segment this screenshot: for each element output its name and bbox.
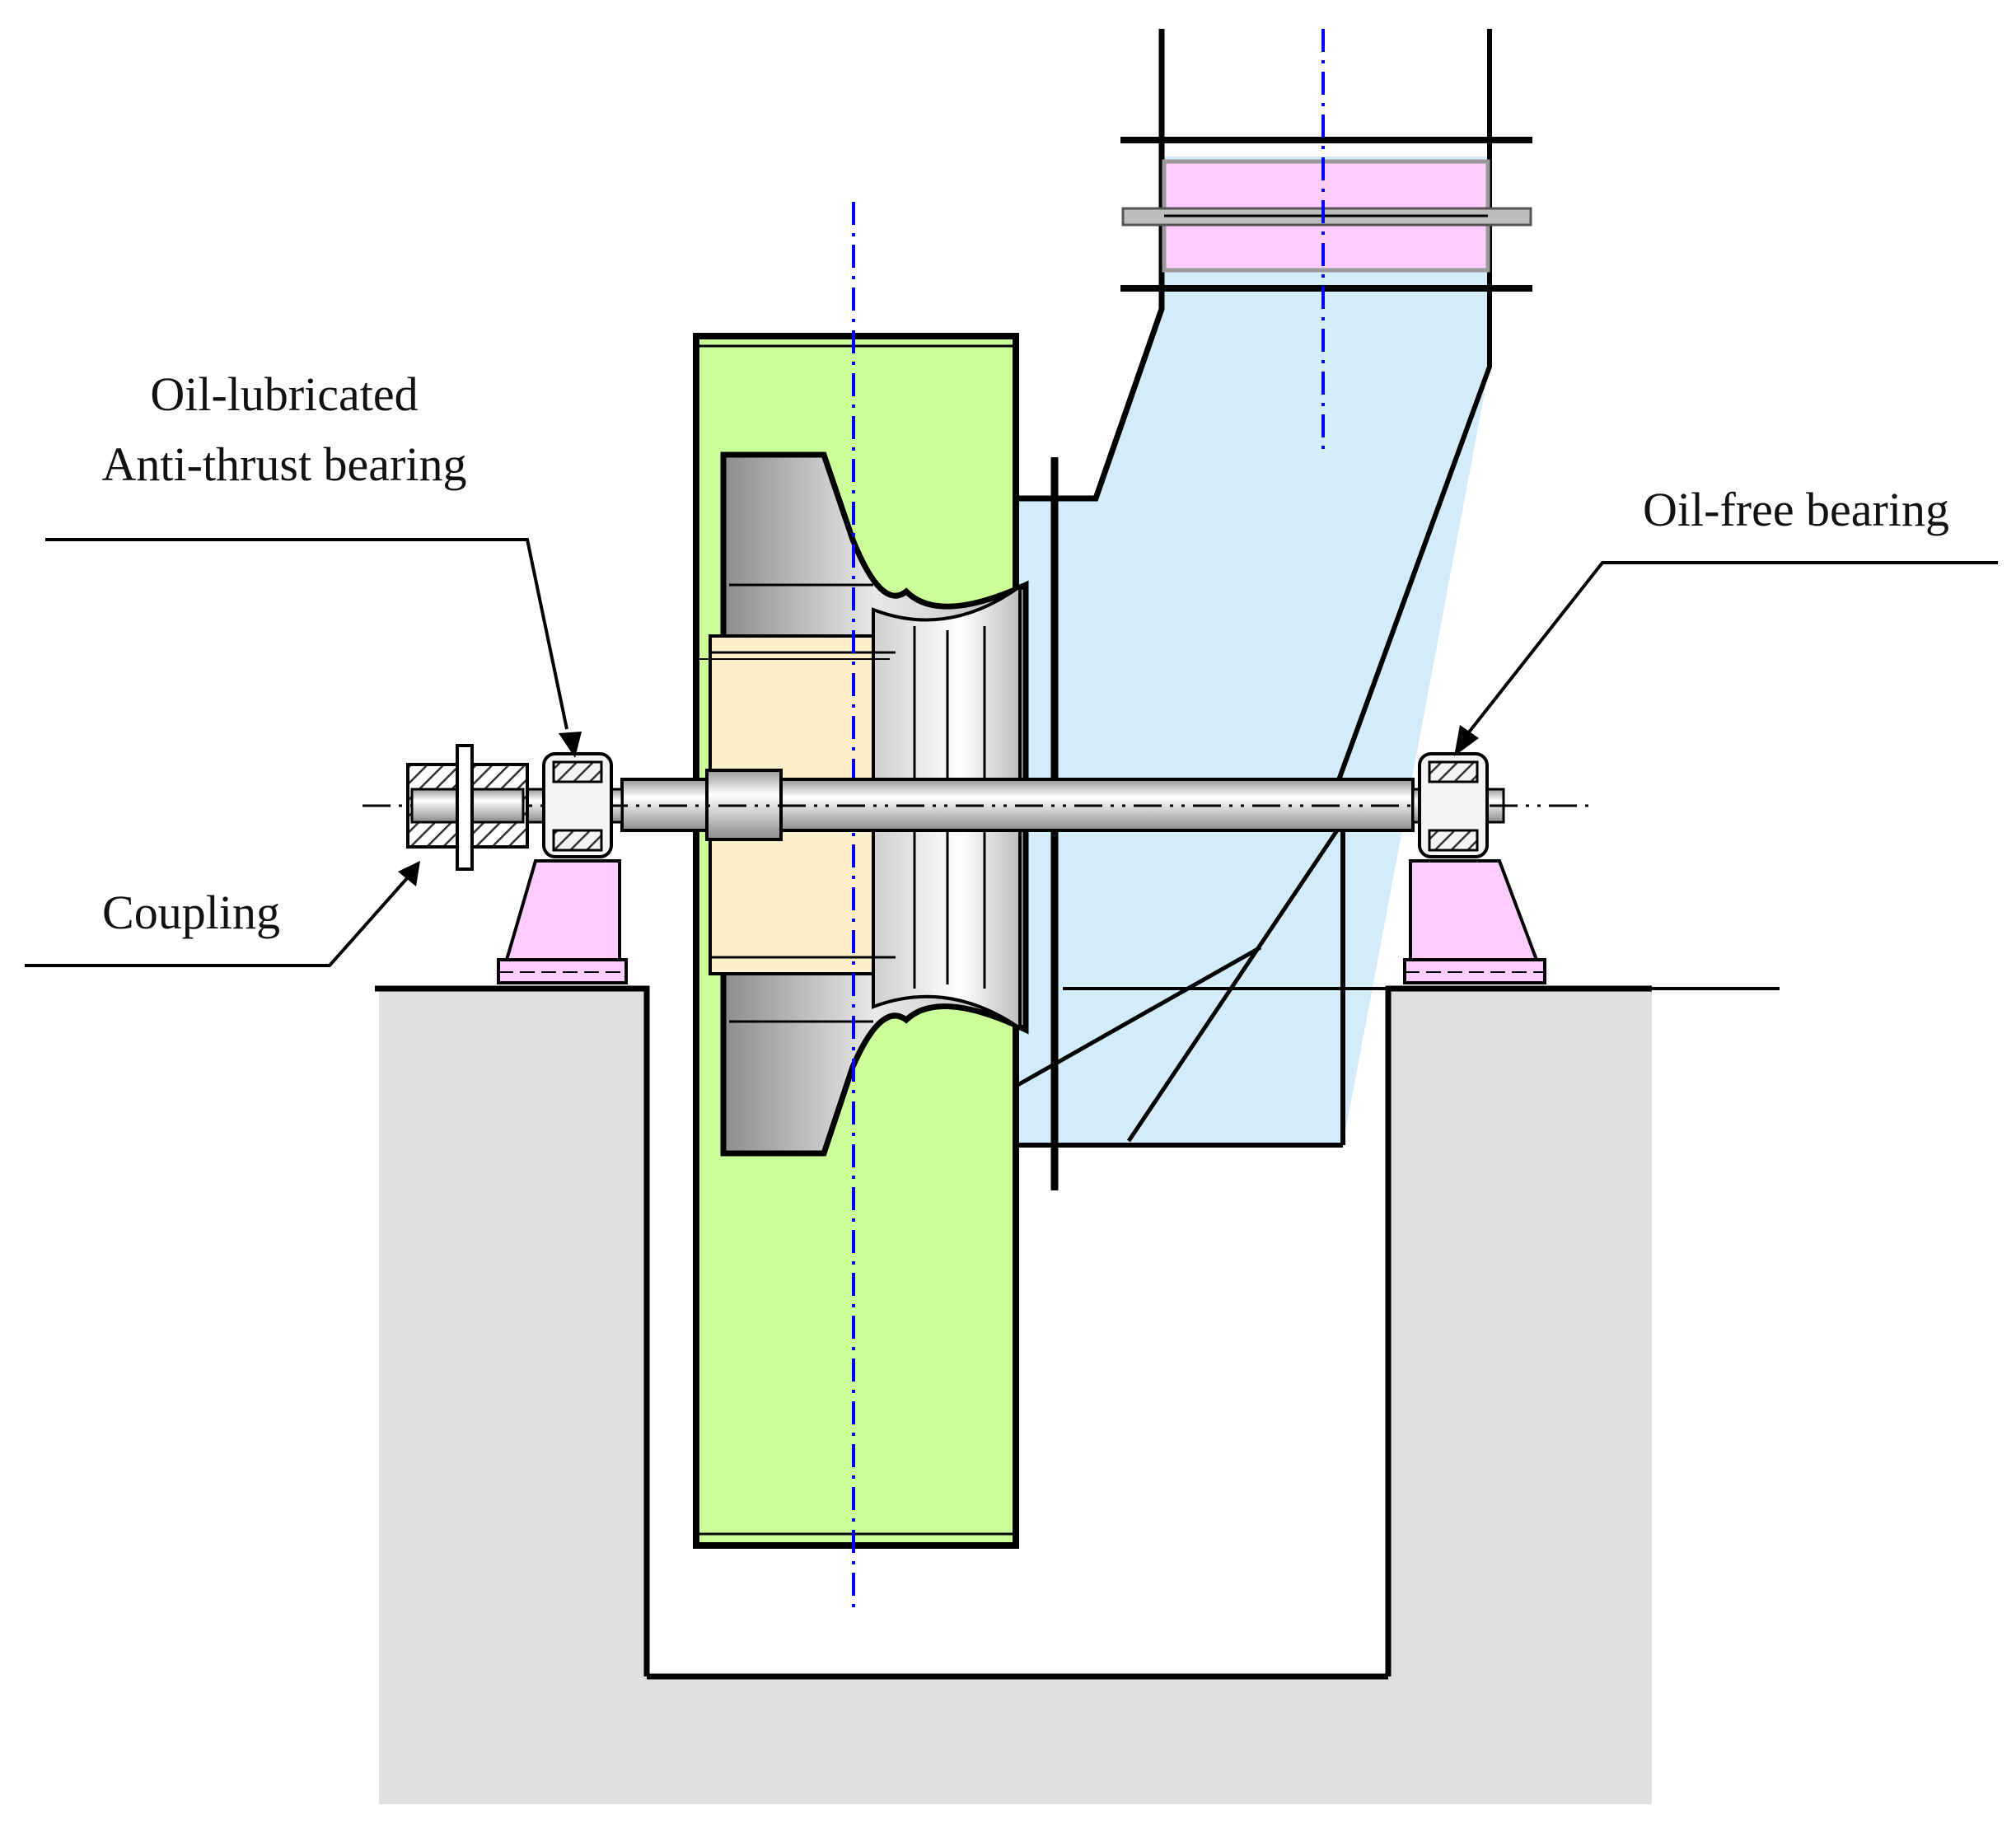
oil-lubricated-bearing bbox=[497, 752, 628, 984]
coupling-flange bbox=[456, 744, 474, 871]
arrowhead-oil-free bbox=[1454, 725, 1479, 756]
duct-body bbox=[1013, 157, 1490, 1145]
leader-oil-free bbox=[1466, 561, 1998, 735]
label-oil-lubricated-line2: Anti-thrust bearing bbox=[102, 437, 467, 491]
labels: Oil-lubricated Anti-thrust bearing Oil-f… bbox=[102, 367, 1949, 939]
foundation-outline-left bbox=[375, 985, 650, 1676]
right-bearing-bottom bbox=[1428, 829, 1479, 852]
foundation-body bbox=[379, 989, 1652, 1804]
label-oil-free-bearing: Oil-free bearing bbox=[1643, 483, 1949, 536]
coupling bbox=[406, 744, 529, 871]
leader-lines bbox=[25, 538, 1998, 967]
label-oil-lubricated-line1: Oil-lubricated bbox=[150, 367, 418, 421]
inlet-duct bbox=[1012, 29, 1780, 1190]
concrete-foundation bbox=[375, 985, 1652, 1804]
left-bearing-top bbox=[552, 760, 603, 783]
arrowhead-coupling bbox=[398, 861, 420, 886]
right-pedestal bbox=[1409, 859, 1539, 961]
oil-free-bearing bbox=[1403, 752, 1546, 984]
arrowhead-oil-lubricated bbox=[559, 732, 582, 758]
left-bearing-bottom bbox=[552, 829, 603, 852]
label-coupling: Coupling bbox=[102, 886, 280, 939]
leader-coupling bbox=[25, 876, 409, 967]
duct-guide-vane-1 bbox=[1126, 826, 1341, 1143]
duct-elbow bbox=[1013, 828, 1343, 1145]
leader-oil-lubricated bbox=[45, 538, 568, 730]
left-pedestal bbox=[504, 859, 621, 961]
right-bearing-top bbox=[1428, 760, 1479, 783]
